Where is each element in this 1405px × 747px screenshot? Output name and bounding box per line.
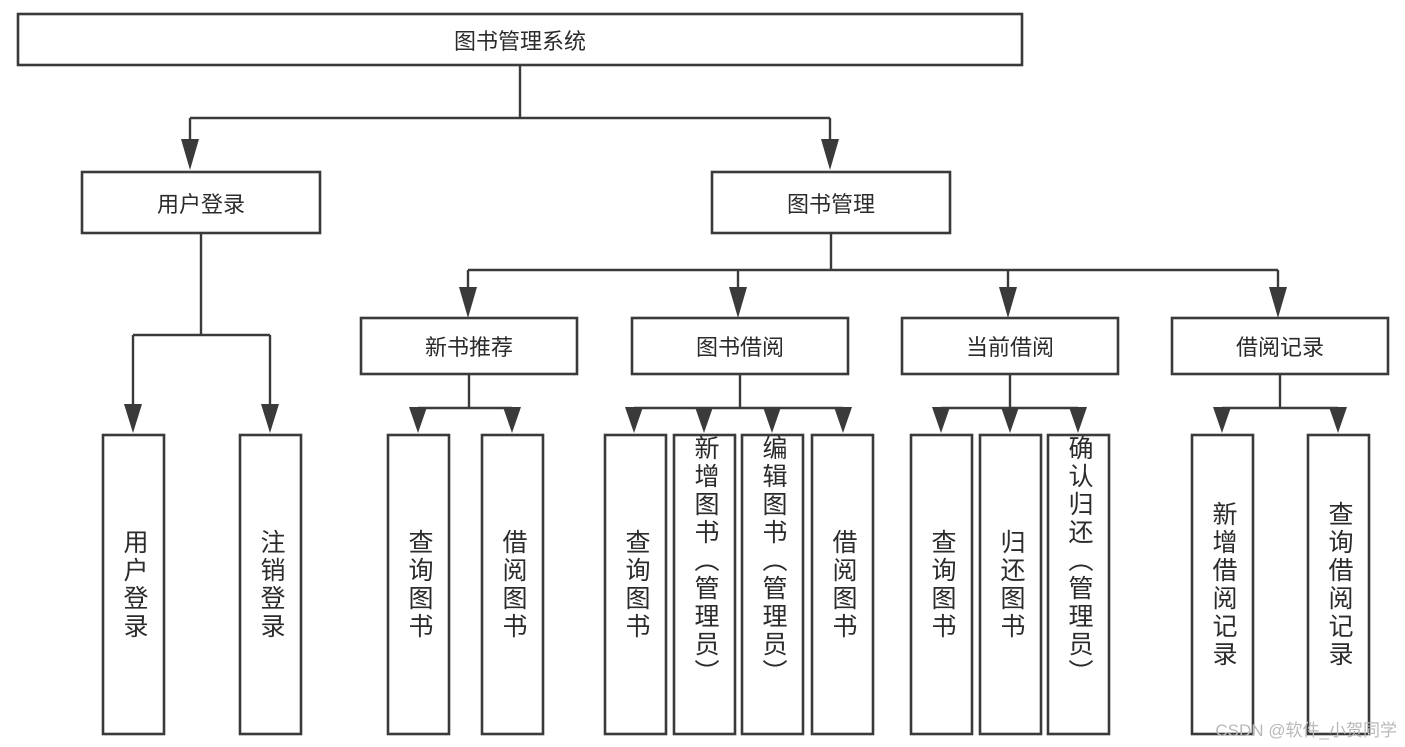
arrowhead-leaf-query-book-3 bbox=[932, 407, 950, 433]
node-leaf-return-book-box[interactable] bbox=[978, 433, 1043, 736]
node-book-management-box[interactable] bbox=[710, 170, 952, 235]
arrowhead-leaf-query-record bbox=[1329, 407, 1347, 433]
arrowhead-current-borrow bbox=[999, 287, 1017, 318]
arrowhead-leaf-query-book-2 bbox=[625, 407, 643, 433]
node-leaf-query-book-2-box[interactable] bbox=[603, 433, 668, 736]
arrowhead-leaf-borrow-book-2 bbox=[834, 407, 852, 433]
node-user-login-box[interactable] bbox=[80, 170, 322, 235]
arrowhead-leaf-confirm-return bbox=[1069, 407, 1087, 433]
node-root-box[interactable] bbox=[16, 12, 1024, 67]
arrowhead-book-management bbox=[821, 139, 839, 170]
node-leaf-add-book-box[interactable] bbox=[672, 433, 737, 736]
arrowhead-leaf-logout-login bbox=[261, 404, 279, 433]
arrowhead-leaf-add-record bbox=[1213, 407, 1231, 433]
arrowhead-leaf-borrow-book-1 bbox=[503, 407, 521, 433]
node-new-book-recommend-box[interactable] bbox=[359, 316, 579, 376]
node-leaf-confirm-return-box[interactable] bbox=[1046, 433, 1111, 736]
node-current-borrow-box[interactable] bbox=[900, 316, 1120, 376]
arrowhead-leaf-user-login bbox=[124, 404, 142, 433]
node-leaf-borrow-book-1-box[interactable] bbox=[480, 433, 545, 736]
node-leaf-logout-login-box[interactable] bbox=[238, 433, 303, 736]
arrowhead-book-borrow bbox=[729, 287, 747, 318]
csdn-watermark: CSDN @软件_小贺同学 bbox=[1215, 721, 1397, 740]
arrowhead-user-login bbox=[181, 139, 199, 170]
arrowhead-leaf-query-book-1 bbox=[409, 407, 427, 433]
node-leaf-query-book-3-box[interactable] bbox=[909, 433, 974, 736]
node-leaf-borrow-book-2-box[interactable] bbox=[810, 433, 875, 736]
node-book-borrow-box[interactable] bbox=[630, 316, 850, 376]
node-leaf-query-book-1-box[interactable] bbox=[386, 433, 451, 736]
node-borrow-record-box[interactable] bbox=[1170, 316, 1390, 376]
arrowhead-new-book-recommend bbox=[459, 287, 477, 318]
arrowhead-leaf-add-book bbox=[695, 407, 713, 433]
arrowhead-borrow-record bbox=[1269, 287, 1287, 318]
node-leaf-add-record-box[interactable] bbox=[1190, 433, 1255, 736]
arrowhead-leaf-edit-book bbox=[763, 407, 781, 433]
node-leaf-user-login-box[interactable] bbox=[101, 433, 166, 736]
node-leaf-edit-book-box[interactable] bbox=[740, 433, 805, 736]
arrowhead-leaf-return-book bbox=[1001, 407, 1019, 433]
node-leaf-query-record-box[interactable] bbox=[1306, 433, 1371, 736]
